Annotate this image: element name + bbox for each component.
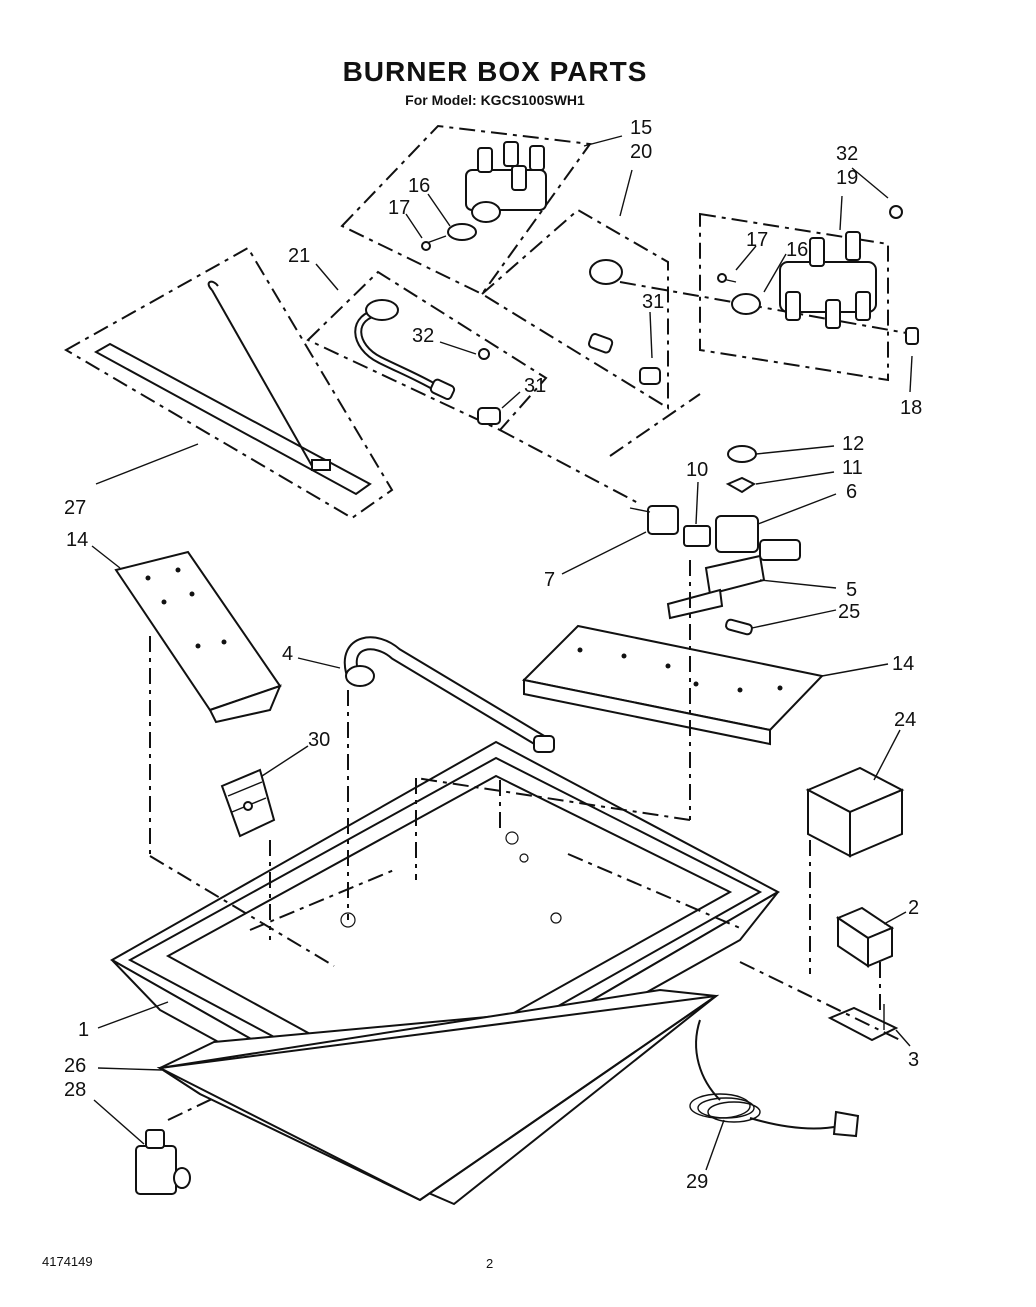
callout-17-right: 17 xyxy=(746,229,768,251)
callout-16-right: 16 xyxy=(786,239,808,261)
burner-assembly-19 xyxy=(717,205,919,345)
callout-7: 7 xyxy=(544,569,555,591)
callout-15: 15 xyxy=(630,117,652,139)
callout-28: 28 xyxy=(64,1079,86,1101)
bottom-panel-26 xyxy=(156,988,720,1206)
heat-shield-14-right xyxy=(521,624,824,746)
pressure-regulator-28 xyxy=(135,1129,191,1195)
orifice-group-box-20 xyxy=(480,208,669,410)
callout-20: 20 xyxy=(630,141,652,163)
orifice-tube-20 xyxy=(526,259,661,385)
callout-19: 19 xyxy=(836,167,858,189)
leader-lines xyxy=(91,135,913,1171)
callout-21: 21 xyxy=(288,245,310,267)
callout-26: 26 xyxy=(64,1055,86,1077)
junction-cover-24 xyxy=(805,766,905,858)
document-number: 4174149 xyxy=(42,1254,93,1269)
mounting-bracket-30 xyxy=(220,768,276,838)
terminal-block-2 xyxy=(835,906,895,968)
power-cord-29 xyxy=(689,1019,860,1138)
callout-32-right: 32 xyxy=(836,143,858,165)
callout-31-right: 31 xyxy=(642,291,664,313)
support-bracket-27 xyxy=(93,280,372,496)
orifice-group-box-21 xyxy=(306,270,548,432)
valve-link-line xyxy=(609,393,701,457)
callout-4: 4 xyxy=(282,643,293,665)
callout-14-left: 14 xyxy=(66,529,88,551)
callout-3: 3 xyxy=(908,1049,919,1071)
callout-12: 12 xyxy=(842,433,864,455)
callout-1: 1 xyxy=(78,1019,89,1041)
callout-30: 30 xyxy=(308,729,330,751)
gas-manifold-pipe-4 xyxy=(343,636,555,753)
callout-5: 5 xyxy=(846,579,857,601)
callout-24: 24 xyxy=(894,709,916,731)
model-subtitle: For Model: KGCS100SWH1 xyxy=(405,92,585,108)
callout-14-right: 14 xyxy=(892,653,914,675)
page-number: 2 xyxy=(486,1256,494,1271)
callout-27: 27 xyxy=(64,497,86,519)
burner-group-box-right xyxy=(699,212,889,382)
callout-25: 25 xyxy=(838,601,860,623)
callout-31-left: 31 xyxy=(524,375,546,397)
heat-shield-14-left xyxy=(114,550,282,724)
terminal-bracket-3 xyxy=(827,1004,899,1042)
callout-29: 29 xyxy=(686,1171,708,1193)
page-title: BURNER BOX PARTS xyxy=(342,56,648,87)
callout-32-left: 32 xyxy=(412,325,434,347)
callout-17-left: 17 xyxy=(388,197,410,219)
orifice-tube-21 xyxy=(354,299,501,425)
callout-6: 6 xyxy=(846,481,857,503)
burner-assembly-15 xyxy=(421,141,547,251)
callout-18: 18 xyxy=(900,397,922,419)
bracket-group-box-27 xyxy=(63,246,394,520)
callout-10: 10 xyxy=(686,459,708,481)
callout-2: 2 xyxy=(908,897,919,919)
callout-16-left: 16 xyxy=(408,175,430,197)
callout-11: 11 xyxy=(842,457,863,479)
valve-manifold-assembly xyxy=(629,445,801,636)
